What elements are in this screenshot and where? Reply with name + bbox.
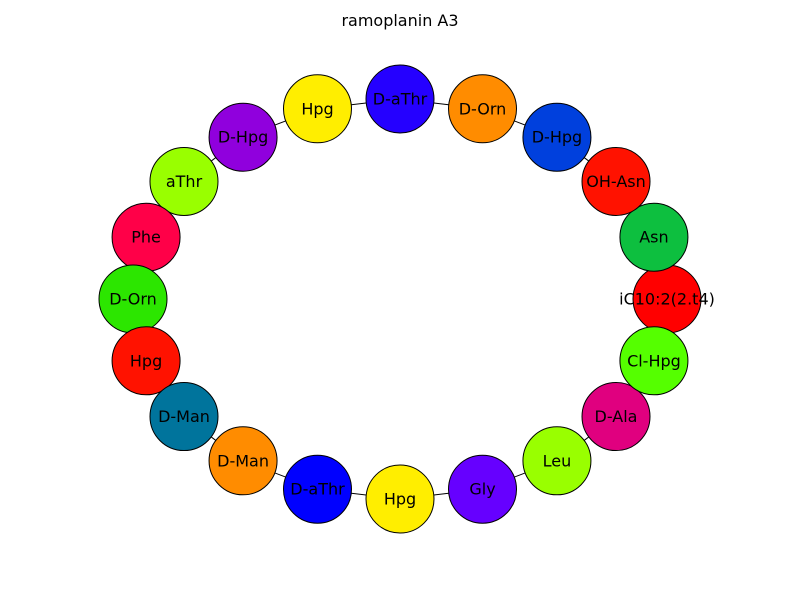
- node-label: D-Orn: [459, 99, 507, 118]
- node-label: Hpg: [301, 99, 333, 118]
- node-circle: [149, 146, 219, 216]
- node: D-aThr: [365, 64, 435, 134]
- node-label: Leu: [543, 451, 572, 470]
- node-circle: [581, 146, 651, 216]
- diagram-title: ramoplanin A3: [341, 11, 458, 30]
- node-circle: [111, 326, 181, 396]
- node-circle: [448, 74, 518, 144]
- node-circle: [448, 454, 518, 524]
- node-label: D-aThr: [373, 90, 428, 109]
- nodes-layer: iC10:2(2.t4)AsnOH-AsnD-HpgD-OrnD-aThrHpg…: [98, 64, 715, 534]
- node: D-Hpg: [522, 102, 592, 172]
- node: Cl-Hpg: [619, 326, 689, 396]
- node-label: D-Man: [158, 407, 210, 426]
- node-circle: [149, 382, 219, 452]
- node-label: D-Hpg: [218, 128, 268, 147]
- node-circle: [619, 326, 689, 396]
- node-label: D-Ala: [595, 407, 638, 426]
- node: D-Orn: [448, 74, 518, 144]
- node-label: Hpg: [130, 351, 162, 370]
- node-circle: [208, 102, 278, 172]
- node-circle: [282, 454, 352, 524]
- node: D-Ala: [581, 382, 651, 452]
- node: OH-Asn: [581, 146, 651, 216]
- node-label: D-aThr: [290, 480, 345, 499]
- node-label: iC10:2(2.t4): [619, 290, 715, 309]
- node: Asn: [619, 202, 689, 272]
- node: D-Man: [208, 426, 278, 496]
- node: iC10:2(2.t4): [619, 264, 715, 334]
- node-circle: [619, 202, 689, 272]
- node: Gly: [448, 454, 518, 524]
- node-circle: [208, 426, 278, 496]
- node: Hpg: [365, 464, 435, 534]
- node: D-Hpg: [208, 102, 278, 172]
- edges-layer: [132, 98, 668, 500]
- node-circle: [365, 64, 435, 134]
- node: Phe: [111, 202, 181, 272]
- node-label: Gly: [469, 480, 495, 499]
- node: Hpg: [111, 326, 181, 396]
- node: aThr: [149, 146, 219, 216]
- node-circle: [522, 426, 592, 496]
- node-label: Asn: [639, 228, 668, 247]
- node-circle: [365, 464, 435, 534]
- node-label: Phe: [131, 228, 161, 247]
- node-label: D-Man: [217, 451, 269, 470]
- node-label: aThr: [166, 172, 203, 191]
- node-circle: [581, 382, 651, 452]
- node-label: D-Hpg: [532, 128, 582, 147]
- node: Leu: [522, 426, 592, 496]
- node: D-aThr: [282, 454, 352, 524]
- node-circle: [282, 74, 352, 144]
- node-label: OH-Asn: [586, 172, 645, 191]
- node-circle: [522, 102, 592, 172]
- node: D-Orn: [98, 264, 168, 334]
- node: D-Man: [149, 382, 219, 452]
- node-label: D-Orn: [109, 290, 157, 309]
- node: Hpg: [282, 74, 352, 144]
- node-label: Hpg: [384, 490, 416, 509]
- node-label: Cl-Hpg: [627, 351, 681, 370]
